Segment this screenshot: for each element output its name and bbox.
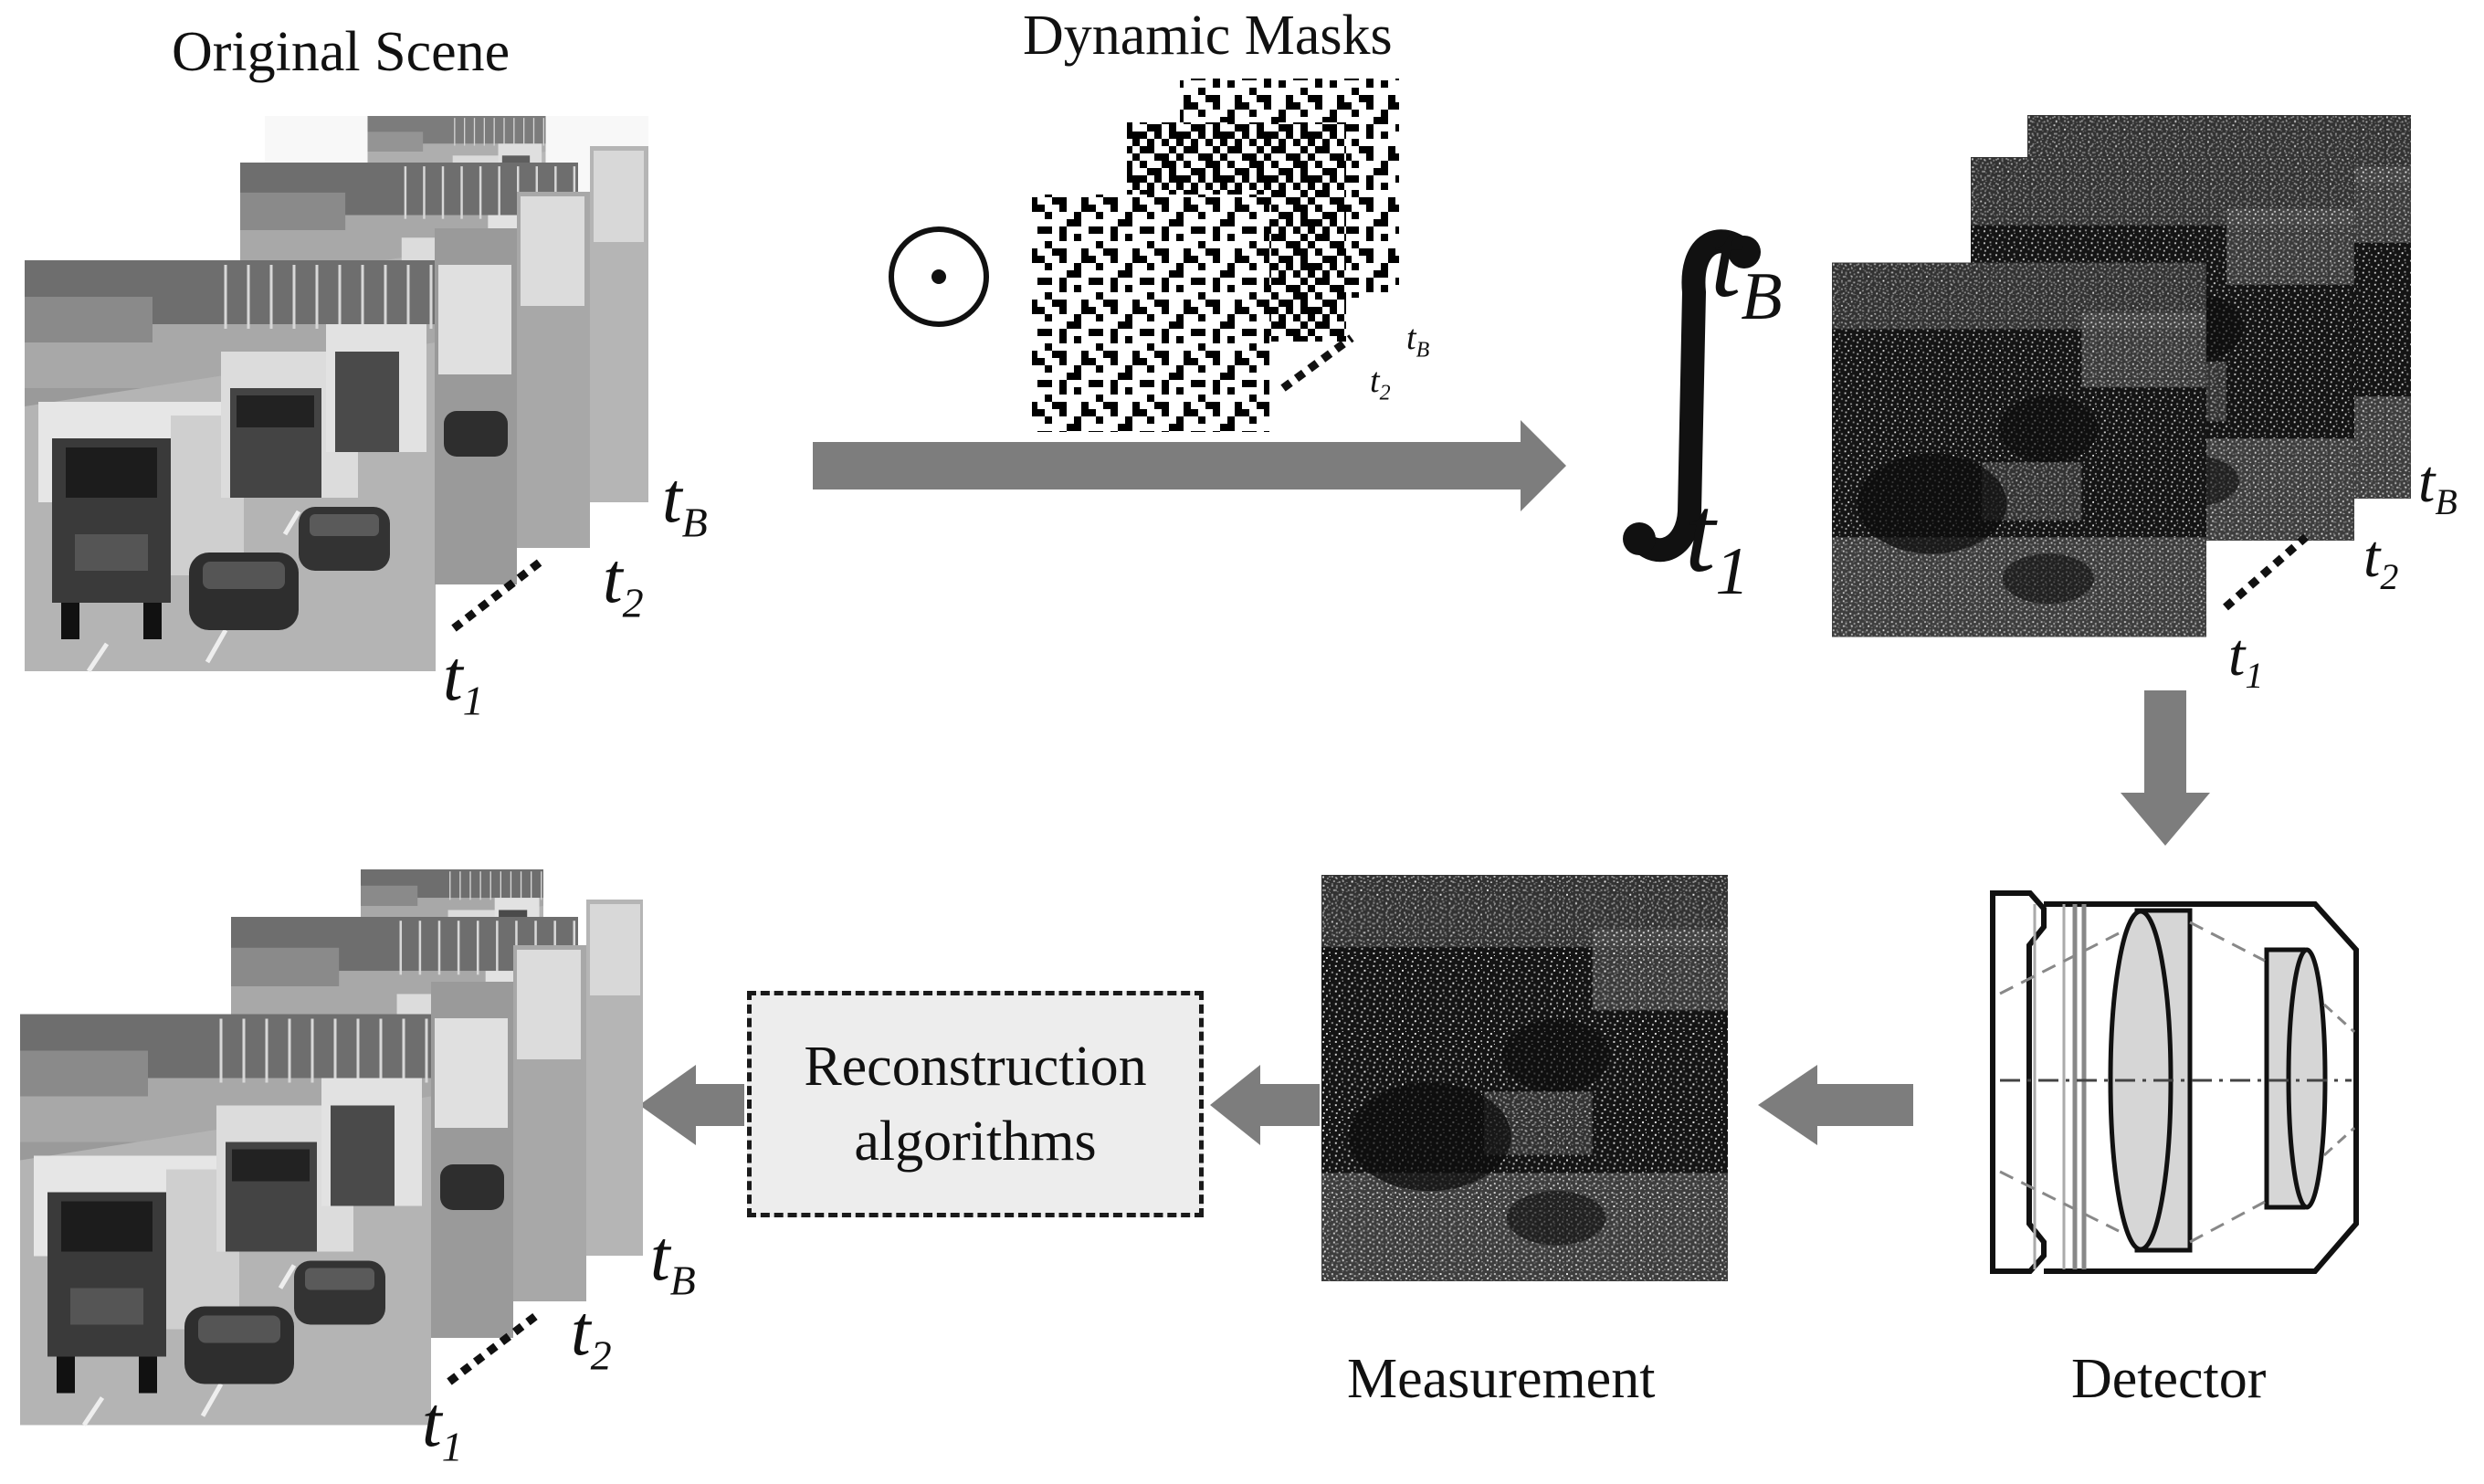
dynamic-masks-caption: Dynamic Masks bbox=[1023, 5, 1393, 67]
ellipsis-dots-top bbox=[451, 558, 543, 632]
arrow-to-detector bbox=[2121, 690, 2210, 846]
integral-upper-limit: tB bbox=[1710, 198, 1783, 334]
detector-caption: Detector bbox=[2071, 1348, 2267, 1410]
original-frame-t1 bbox=[25, 260, 436, 671]
reconstruction-label-line2: algorithms bbox=[854, 1110, 1097, 1173]
arrow-detector-to-measurement bbox=[1758, 1065, 1913, 1145]
label-t2-top: t2 bbox=[603, 538, 644, 626]
label-tB-coded: tB bbox=[2418, 448, 2458, 523]
measurement-caption: Measurement bbox=[1347, 1348, 1656, 1410]
coded-frame-t1 bbox=[1832, 262, 2206, 637]
measurement-image bbox=[1321, 875, 1728, 1281]
coded-frames-stack bbox=[1832, 115, 2411, 637]
reconstruction-algorithms-box: Reconstruction algorithms bbox=[747, 991, 1204, 1217]
label-t2-coded: t2 bbox=[2363, 523, 2399, 598]
arrow-reconstruction-to-output bbox=[639, 1065, 744, 1145]
original-scene-stack bbox=[25, 116, 648, 671]
original-scene-caption: Original Scene bbox=[172, 21, 510, 83]
detector-lens-icon bbox=[1990, 890, 2359, 1274]
integral-sign-icon bbox=[1627, 229, 1756, 563]
arrow-measurement-to-reconstruction bbox=[1210, 1065, 1320, 1145]
integral-lower-limit: t1 bbox=[1685, 473, 1750, 609]
label-t1-bottom: t1 bbox=[422, 1382, 463, 1470]
reconstructed-scene-stack bbox=[20, 869, 643, 1426]
label-tB-top: tB bbox=[662, 458, 708, 546]
mask-frame-t1 bbox=[1032, 195, 1269, 432]
dynamic-masks-stack bbox=[1032, 79, 1399, 432]
hadamard-product-icon bbox=[889, 226, 989, 327]
label-t1-top: t1 bbox=[443, 636, 484, 724]
label-tB-bottom: tB bbox=[650, 1216, 696, 1304]
label-tB-mask: tB bbox=[1406, 319, 1430, 363]
label-t2-mask: t2 bbox=[1370, 362, 1391, 405]
arrow-masks-to-integration bbox=[813, 420, 1566, 511]
label-t2-bottom: t2 bbox=[571, 1290, 612, 1379]
reconstruction-label-line1: Reconstruction bbox=[804, 1036, 1147, 1098]
label-t1-coded: t1 bbox=[2228, 622, 2264, 697]
reconstructed-frame-t1 bbox=[20, 1015, 431, 1426]
